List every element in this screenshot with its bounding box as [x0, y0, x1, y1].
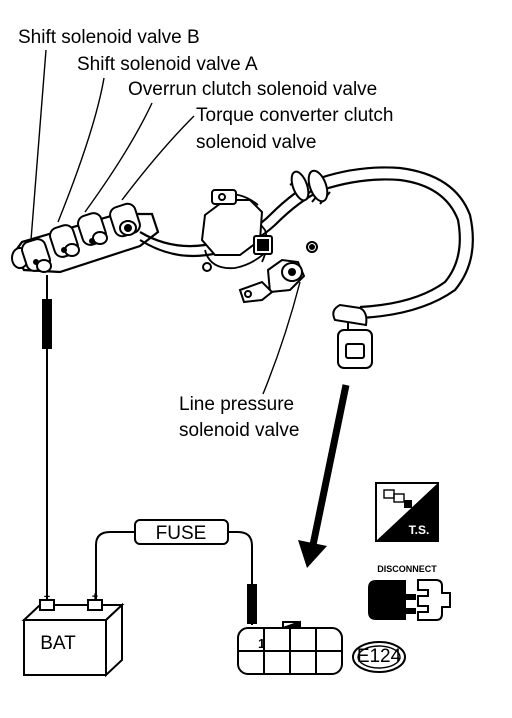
- label-overrun-clutch: Overrun clutch solenoid valve: [128, 79, 377, 100]
- fuse: FUSE: [134, 519, 229, 545]
- leader-line-pressure: [262, 281, 301, 395]
- disconnect-connector-icon: DISCONNECT: [368, 564, 451, 621]
- disconnect-label: DISCONNECT: [377, 564, 437, 574]
- battery-label: BAT: [40, 633, 76, 654]
- solenoid-b-body: [21, 238, 52, 273]
- ts-icon-label: T.S.: [409, 523, 430, 537]
- overrun-solenoid-body: [77, 212, 108, 246]
- label-torque-converter-line1: Torque converter clutch: [196, 105, 394, 126]
- harness-bracket: [200, 189, 318, 272]
- label-line-pressure-line1: Line pressure: [179, 394, 294, 415]
- harness-connector: [332, 303, 373, 369]
- leader-tcc: [121, 115, 195, 201]
- connector-pin-1-label: 1: [258, 636, 265, 651]
- connector-id: E124: [357, 646, 402, 667]
- label-line-pressure-line2: solenoid valve: [179, 420, 299, 441]
- line-pressure-solenoid-body: [238, 258, 306, 304]
- fuse-label: FUSE: [156, 523, 207, 544]
- leader-lines: [30, 49, 301, 395]
- label-shift-solenoid-b: Shift solenoid valve B: [18, 27, 200, 48]
- solenoid-assembly: [11, 202, 160, 274]
- battery: − + BAT: [21, 591, 125, 678]
- tcc-solenoid-body: [109, 202, 141, 238]
- label-shift-solenoid-a: Shift solenoid valve A: [77, 54, 258, 75]
- leader-overrun: [84, 102, 153, 213]
- circuit-wires: [42, 275, 257, 625]
- leader-shift-b: [30, 49, 47, 241]
- wire-harness: [139, 166, 474, 320]
- label-torque-converter-line2: solenoid valve: [196, 132, 316, 153]
- connector-id-badge: E124: [352, 641, 406, 673]
- leader-shift-a: [57, 77, 105, 223]
- battery-negative-label: −: [44, 591, 50, 603]
- arrow-to-connector: [298, 384, 350, 568]
- connector-e124: 1: [237, 620, 343, 675]
- solenoid-a-body: [49, 224, 80, 258]
- ts-icon: T.S.: [375, 482, 439, 542]
- battery-positive-label: +: [92, 591, 98, 603]
